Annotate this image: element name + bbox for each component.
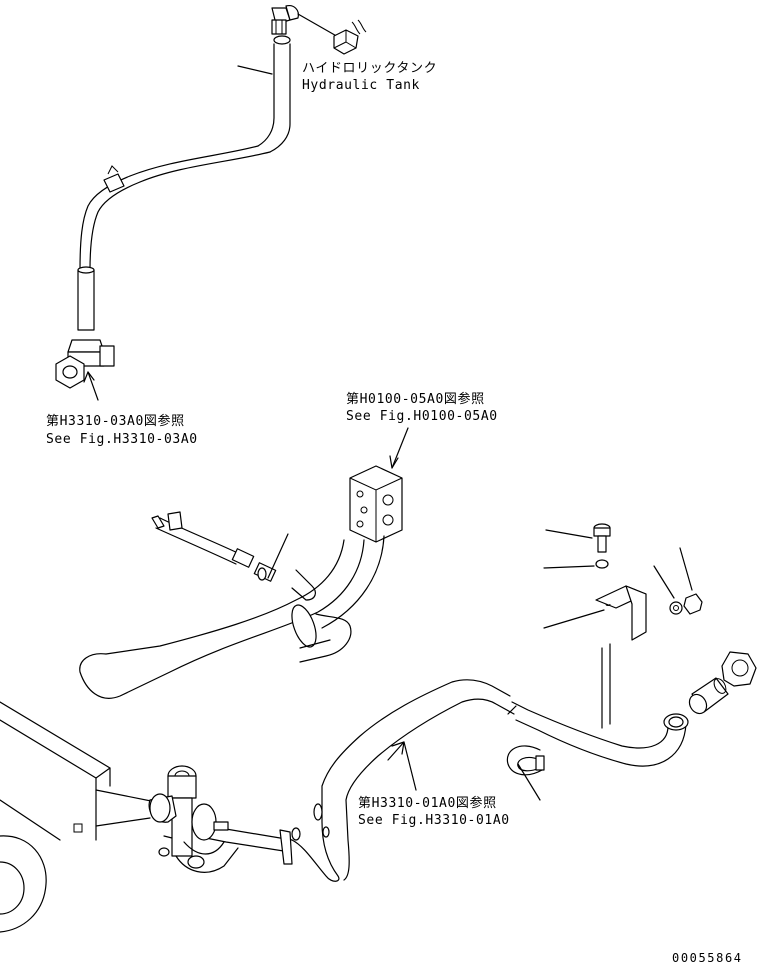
hose-clamp-upper [103,165,125,193]
ref-b-label-jp: 第H0100-05A0図参照 [346,392,485,407]
tank-frame [0,701,157,933]
mount-bracket [543,585,647,641]
u-bolt [506,745,545,801]
ref-c-label-jp: 第H3310-01A0図参照 [358,796,497,811]
bracket-leg [601,643,611,729]
tank-label-en: Hydraulic Tank [302,78,420,93]
washer [543,559,609,569]
main-return-pipe [79,535,385,699]
drain-hose [151,511,316,601]
elbow-fitting [271,5,341,39]
hydraulic-tank-symbol [333,19,367,55]
adapter-fitting [688,677,729,715]
filler-cap [721,651,757,687]
ref-a-label-jp: 第H3310-03A0図参照 [46,414,185,429]
ref-b-label-en: See Fig.H0100-05A0 [346,409,498,424]
valve-block [349,427,409,543]
tank-label-jp: ハイドロリックタンク [302,61,438,76]
ref-a-label-en: See Fig.H3310-03A0 [46,432,198,447]
lower-pipe [199,679,515,882]
long-pipe [507,701,689,767]
tee-fitting [55,339,115,401]
drawing-number: 00055864 [672,951,743,965]
hose-sleeve [77,266,95,331]
nut [653,547,703,615]
manifold-fittings [148,765,239,873]
bolt [545,523,611,553]
upper-hose [79,35,291,271]
ref-c-label-en: See Fig.H3310-01A0 [358,813,510,828]
